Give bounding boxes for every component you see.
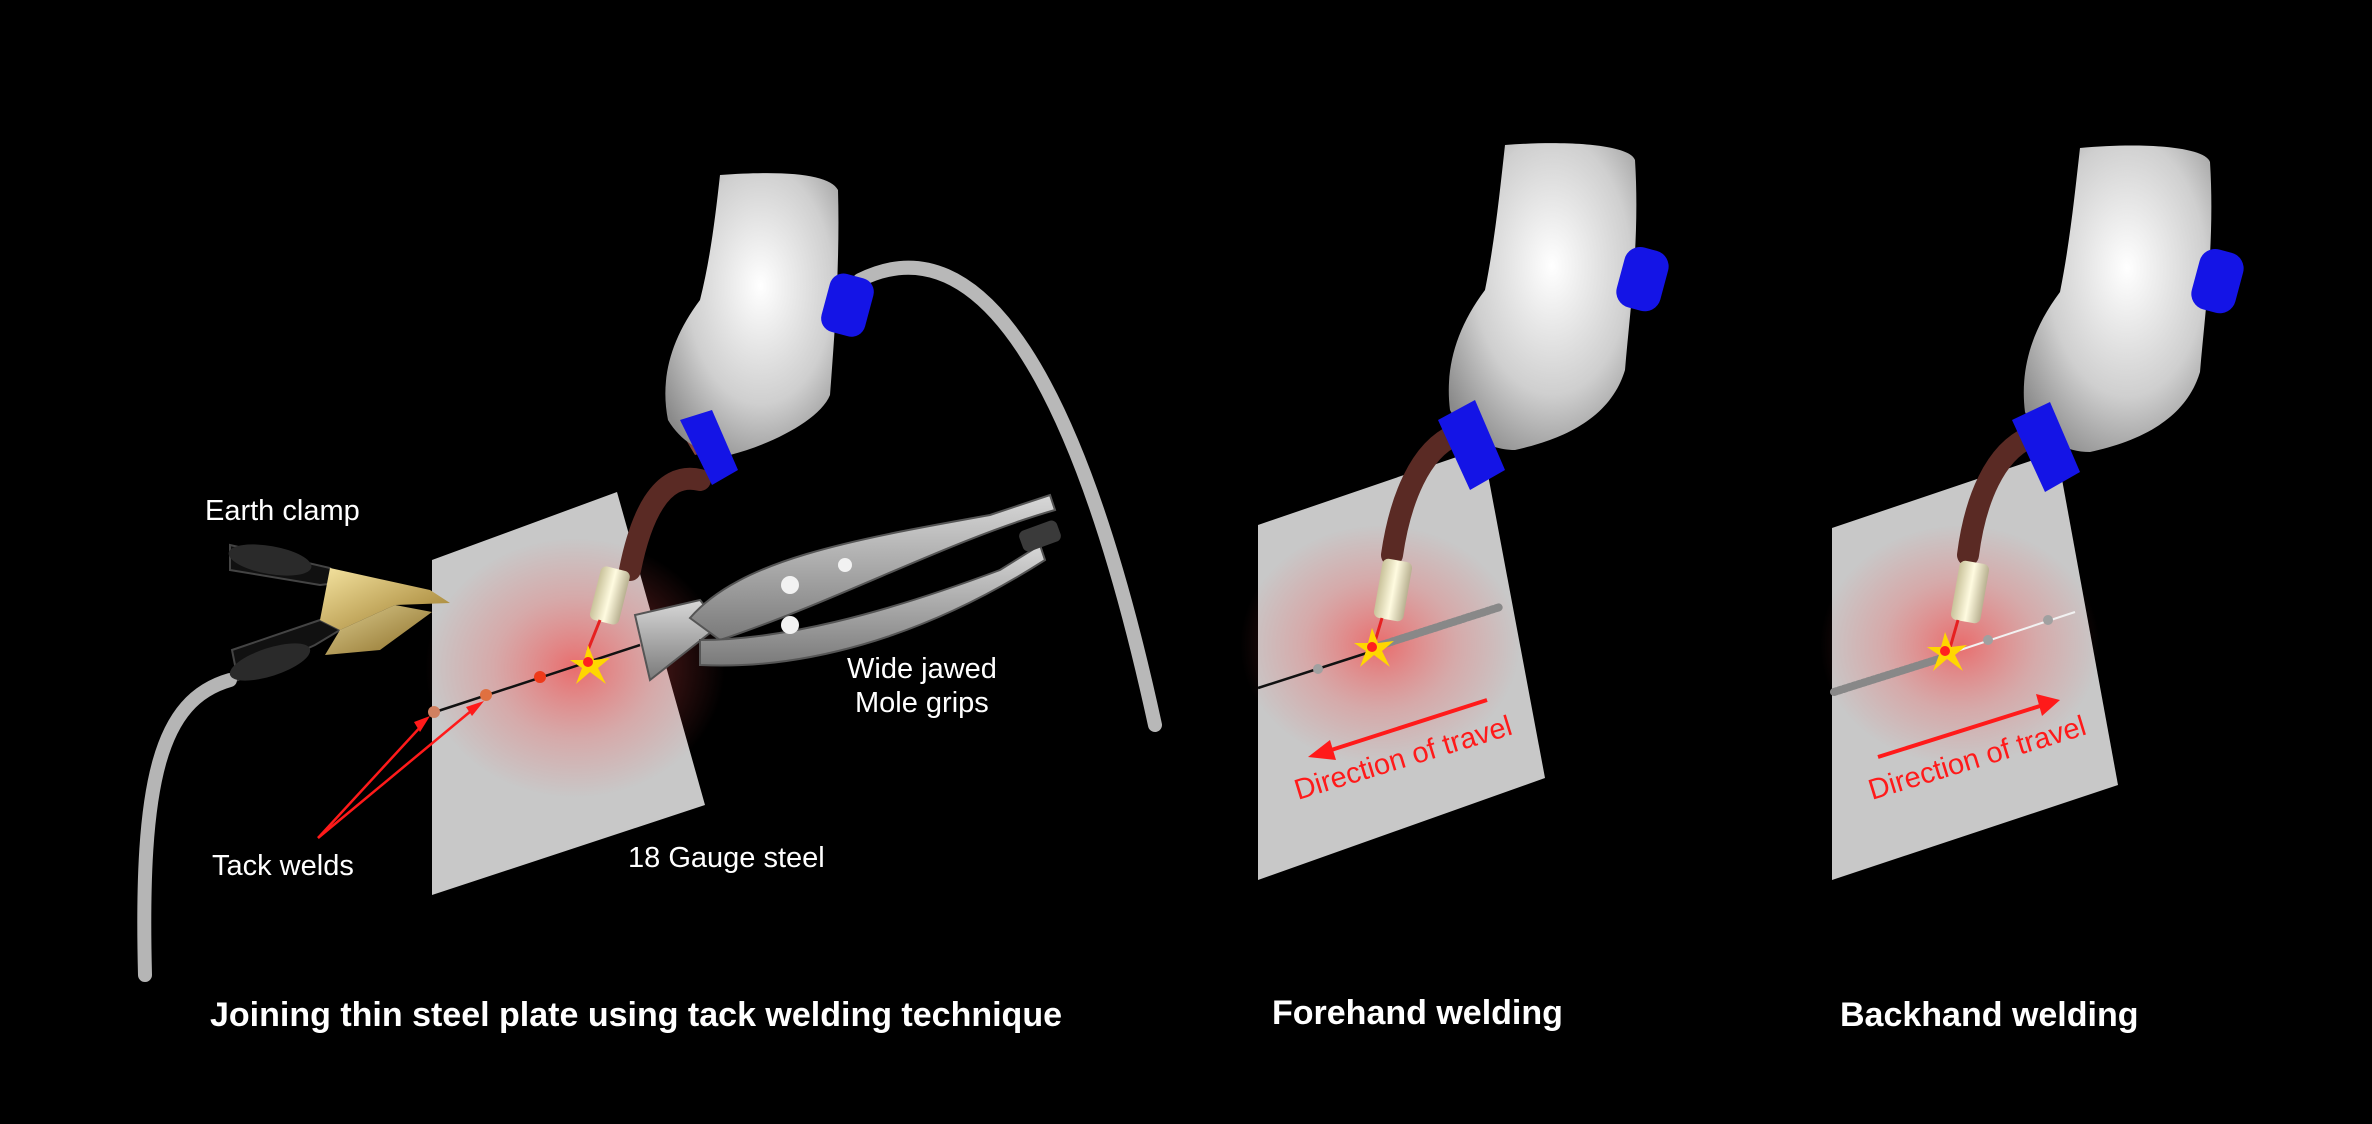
- tack-weld-2: [480, 689, 492, 701]
- backhand-spark: [1927, 632, 1967, 671]
- torch-nozzle: [589, 566, 630, 625]
- tack-weld-1: [428, 706, 440, 718]
- glove: [665, 173, 839, 455]
- backhand-bead: [1830, 654, 1946, 696]
- label-tack-welds: Tack welds: [212, 850, 354, 882]
- tack-weld-3: [534, 671, 546, 683]
- label-mole-grips-line1: Wide jawed: [847, 653, 997, 685]
- label-mole-grips-line2: Mole grips: [855, 687, 989, 719]
- tack-welding-panel: Earth clamp Wide jawed Mole grips Tack w…: [137, 173, 1162, 1034]
- forehand-direction-arrow: [1308, 698, 1488, 760]
- heat-glow: [425, 538, 725, 798]
- backhand-tack-1: [1983, 635, 1993, 645]
- caption-backhand: Backhand welding: [1840, 996, 2139, 1034]
- weld-spark: [570, 645, 610, 684]
- torch-cable: [853, 260, 1162, 732]
- earth-cable: [137, 673, 237, 982]
- forehand-panel: Direction of travel Forehand welding: [1240, 143, 1669, 1032]
- mole-grips: [633, 493, 1061, 682]
- label-earth-clamp: Earth clamp: [205, 495, 360, 527]
- forehand-spark: [1354, 628, 1394, 667]
- forehand-torch-hand: [1372, 143, 1669, 646]
- caption-forehand: Forehand welding: [1272, 994, 1563, 1032]
- tack-weld-pointer: [317, 701, 484, 839]
- backhand-heat-glow: [1820, 525, 2100, 765]
- earth-clamp: [228, 543, 450, 682]
- label-steel-gauge: 18 Gauge steel: [628, 842, 825, 874]
- backhand-seam: [1944, 611, 2076, 656]
- gloved-hand-torch: [586, 173, 874, 651]
- backhand-direction-arrow: [1877, 694, 2060, 759]
- backhand-torch-hand: [1948, 145, 2244, 649]
- backhand-tack-2: [2043, 615, 2053, 625]
- forehand-tack: [1313, 664, 1323, 674]
- backhand-panel: Direction of travel Backhand welding: [1820, 145, 2244, 1034]
- caption-tack-welding: Joining thin steel plate using tack weld…: [210, 996, 1062, 1034]
